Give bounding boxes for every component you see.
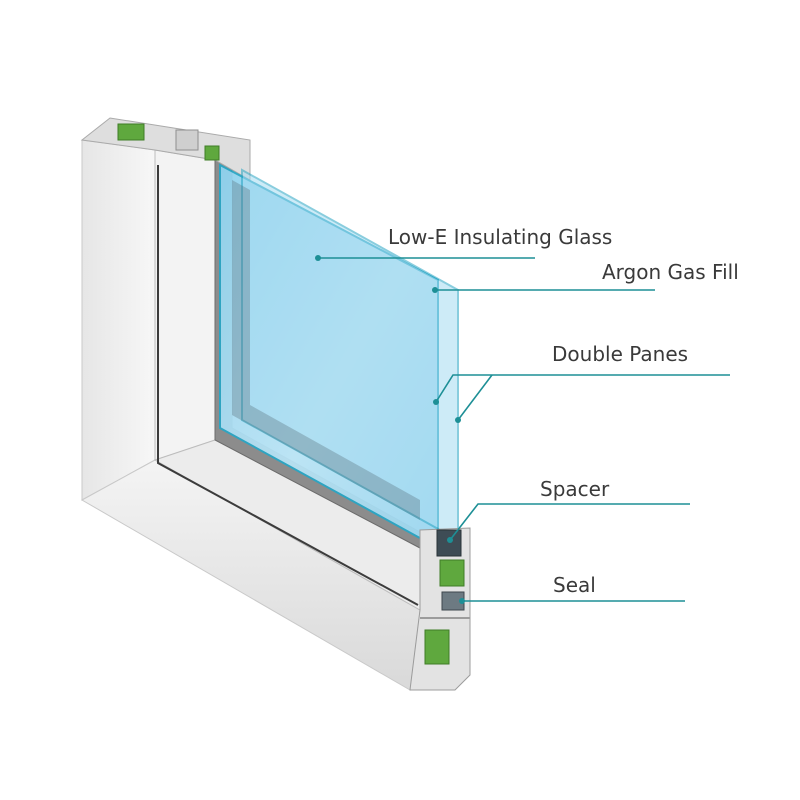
- frame-left-member: [81, 139, 156, 501]
- leader-dots: [315, 255, 465, 604]
- bottom-insulation-chamber-1: [439, 559, 465, 587]
- label-spacer: Spacer: [540, 477, 610, 501]
- dot-seal: [459, 598, 465, 604]
- leader-double-panes-b: [457, 374, 493, 421]
- label-low-e-glass: Low-E Insulating Glass: [388, 225, 613, 249]
- spacer-block: [436, 529, 462, 557]
- glass-inner-border: [232, 180, 420, 520]
- leader-double-panes-a: [435, 374, 730, 403]
- leader-spacer: [449, 503, 690, 541]
- dot-spacer: [447, 537, 453, 543]
- dot-low-e-glass: [315, 255, 321, 261]
- dot-argon-gas: [432, 287, 438, 293]
- dot-double-panes-b: [455, 417, 461, 423]
- leader-lines: [318, 257, 730, 602]
- top-insulation-chamber: [117, 123, 145, 141]
- label-double-panes: Double Panes: [552, 342, 689, 366]
- label-seal: Seal: [553, 573, 596, 597]
- label-argon-gas: Argon Gas Fill: [602, 260, 739, 284]
- bottom-insulation-chamber-2: [424, 629, 450, 665]
- top-chamber-2: [175, 129, 199, 151]
- sash-edge-line: [157, 165, 419, 606]
- top-chamber-3: [204, 145, 220, 161]
- dot-double-panes-a: [433, 399, 439, 405]
- sash-left-member: [154, 149, 216, 461]
